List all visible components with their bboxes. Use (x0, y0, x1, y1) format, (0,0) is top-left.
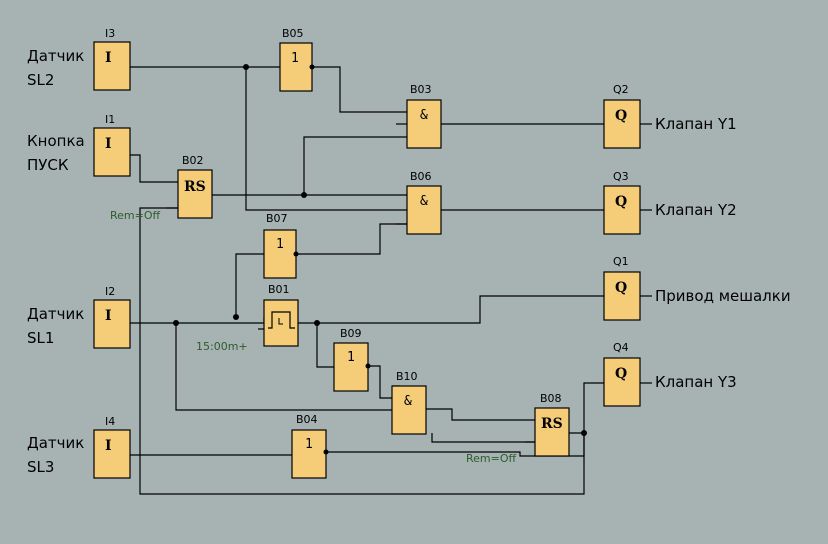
input-id-label: I1 (105, 113, 115, 126)
block-b10-and[interactable]: & (391, 385, 427, 435)
output-symbol: Q (615, 194, 627, 210)
output-block-q3[interactable]: Q (603, 185, 641, 235)
block-b01-timer[interactable] (263, 299, 299, 347)
input-id-label: I3 (105, 27, 115, 40)
block-b02-rs[interactable]: RS (177, 169, 213, 219)
block-b03-and[interactable]: & (406, 99, 442, 149)
input-block-i2[interactable]: I (93, 299, 131, 349)
input-block-i1[interactable]: I (93, 127, 131, 177)
output-label: Привод мешалки (655, 287, 791, 305)
output-block-q1[interactable]: Q (603, 271, 641, 321)
block-b09-not[interactable]: 1 (333, 342, 371, 392)
block-id-label: B03 (410, 83, 432, 96)
block-b06-and[interactable]: & (406, 185, 442, 235)
block-id-label: B05 (282, 27, 304, 40)
input-symbol: I (105, 308, 112, 324)
block-id-label: B07 (266, 212, 288, 225)
block-b04-not[interactable]: 1 (291, 429, 329, 479)
output-id-label: Q2 (613, 83, 629, 96)
input-label: Кнопка (27, 132, 85, 150)
input-symbol: I (105, 136, 112, 152)
block-b05-not[interactable]: 1 (279, 42, 315, 92)
input-label: SL1 (27, 329, 54, 347)
block-note: Rem=Off (110, 209, 161, 222)
output-block-q2[interactable]: Q (603, 99, 641, 149)
block-b08-rs[interactable]: RS (534, 407, 570, 457)
block-symbol: & (404, 394, 412, 409)
output-label: Клапан Y1 (655, 115, 737, 133)
block-note: 15:00m+ (196, 340, 248, 353)
pulse-icon (268, 311, 295, 329)
block-id-label: B10 (396, 370, 418, 383)
input-label: ПУСК (27, 156, 69, 174)
output-symbol: Q (615, 280, 627, 296)
block-b07-not[interactable]: 1 (263, 229, 299, 279)
input-block-i3[interactable]: I (93, 41, 131, 91)
output-id-label: Q4 (613, 341, 629, 354)
input-symbol: I (105, 438, 112, 454)
block-symbol: 1 (305, 437, 313, 452)
output-label: Клапан Y3 (655, 373, 737, 391)
output-label: Клапан Y2 (655, 201, 737, 219)
block-id-label: B06 (410, 170, 432, 183)
input-label: Датчик (27, 434, 84, 452)
output-id-label: Q1 (613, 255, 629, 268)
block-symbol: 1 (276, 237, 284, 252)
input-id-label: I4 (105, 415, 115, 428)
block-note: Rem=Off (466, 452, 517, 465)
output-symbol: Q (615, 108, 627, 124)
input-label: SL2 (27, 71, 54, 89)
block-symbol: & (420, 194, 428, 209)
block-id-label: B01 (268, 283, 290, 296)
block-symbol: 1 (347, 350, 355, 365)
input-block-i4[interactable]: I (93, 429, 131, 479)
input-id-label: I2 (105, 285, 115, 298)
block-id-label: B02 (182, 154, 204, 167)
block-symbol: & (420, 108, 428, 123)
input-label: Датчик (27, 305, 84, 323)
junction-dots (173, 64, 587, 436)
output-block-q4[interactable]: Q (603, 357, 641, 407)
block-symbol: 1 (291, 51, 299, 66)
input-label: Датчик (27, 47, 84, 65)
output-symbol: Q (615, 366, 627, 382)
block-symbol: RS (541, 416, 563, 432)
output-id-label: Q3 (613, 170, 629, 183)
block-id-label: B09 (340, 327, 362, 340)
input-symbol: I (105, 50, 112, 66)
block-symbol: RS (184, 179, 206, 195)
block-id-label: B08 (540, 392, 562, 405)
input-label: SL3 (27, 458, 54, 476)
block-id-label: B04 (296, 413, 318, 426)
wires (130, 66, 604, 495)
